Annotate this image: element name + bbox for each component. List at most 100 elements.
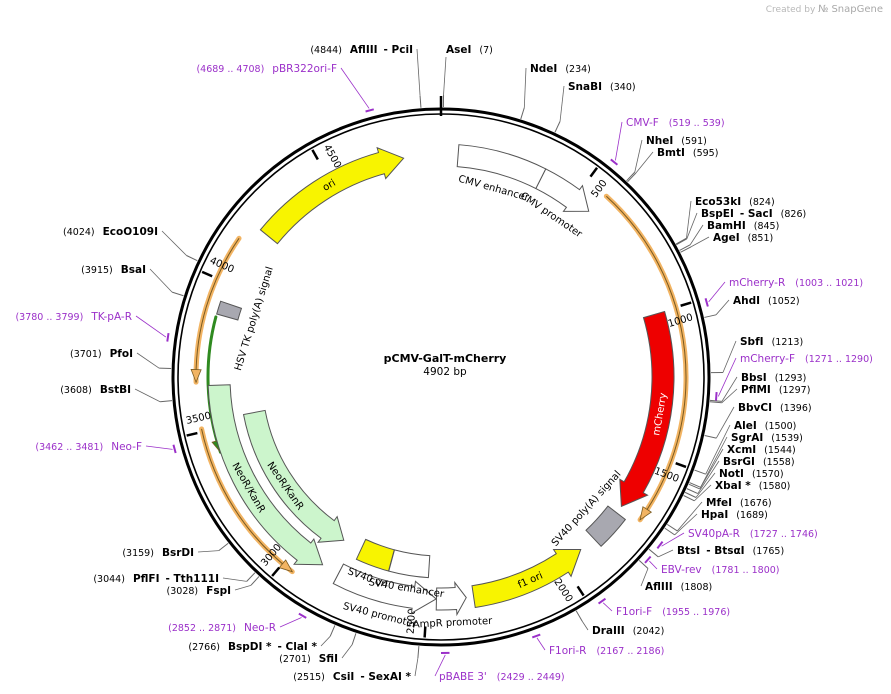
enzyme-label: SnaBI(340): [568, 81, 636, 93]
primer-binding-mark: [610, 158, 619, 166]
enzyme-name: BstBI: [100, 384, 131, 396]
primer-name: SV40pA-R: [688, 528, 740, 540]
primer-label: (3462 .. 3481)Neo-F: [35, 441, 142, 453]
tick-mark: [201, 270, 213, 278]
enzyme-position: (2701): [279, 654, 311, 665]
enzyme-name: SbfI: [740, 336, 764, 348]
enzyme-site-tick: [520, 107, 525, 120]
enzyme-label: (4024)EcoO109I: [63, 226, 158, 238]
enzyme-position: (591): [681, 136, 707, 147]
tick-label: 2000: [551, 577, 574, 604]
feature-label-ampr-promoter: AmpR promoter: [413, 616, 494, 631]
enzyme-site-leader: [523, 67, 527, 108]
enzyme-label: XcmI (1544): [727, 444, 796, 456]
enzyme-name: FspI: [206, 585, 231, 597]
primer-leader: [661, 532, 685, 547]
enzyme-label: AhdI(1052): [733, 295, 800, 307]
enzyme-label: (2701) SfiI: [279, 653, 338, 665]
enzyme-name: SfiI: [319, 653, 338, 665]
enzyme-position: (1676): [740, 498, 772, 509]
enzyme-position: (851): [748, 233, 774, 244]
enzyme-site-leader: [234, 584, 252, 591]
enzyme-label: (2515)CsiI- SexAI *: [293, 671, 411, 683]
enzyme-position: (1570): [752, 469, 784, 480]
enzyme-position: (3044): [93, 574, 125, 585]
enzyme-extra: - Tth111I: [166, 573, 220, 585]
enzyme-name: BspDI *: [228, 641, 272, 653]
enzyme-site-leader: [581, 620, 589, 631]
enzyme-name: PflFI: [133, 573, 160, 585]
primer-binding-mark: [166, 332, 170, 342]
enzyme-position: (1396): [780, 403, 812, 414]
primer-name: mCherry-F: [740, 353, 795, 365]
enzyme-label: AleI(1500): [734, 420, 796, 432]
enzyme-site-leader: [715, 299, 730, 316]
enzyme-name: PflMI: [741, 384, 771, 396]
primer-name: TK-pA-R: [90, 311, 132, 323]
enzyme-position: (826): [781, 209, 807, 220]
enzyme-name: DraIII: [592, 625, 625, 637]
enzyme-position: (1580): [759, 481, 791, 492]
enzyme-name: MfeI: [706, 497, 732, 509]
enzyme-site-leader: [443, 56, 447, 96]
enzyme-label: (4844)AflIII- PciI: [310, 44, 413, 56]
enzyme-name: PfoI: [110, 348, 133, 360]
primer-range: (2167 .. 2186): [596, 646, 664, 657]
enzyme-site-tick: [250, 576, 260, 586]
enzyme-site-leader: [686, 200, 692, 239]
enzyme-position: (1544): [764, 445, 796, 456]
tick-mark: [680, 301, 692, 307]
enzyme-site-tick: [575, 610, 583, 622]
enzyme-name: AgeI: [713, 232, 740, 244]
enzyme-name: XcmI: [727, 444, 756, 456]
primer-binding-mark: [656, 540, 664, 549]
tick-mark: [186, 431, 198, 437]
enzyme-site-leader: [697, 460, 720, 494]
enzyme-extra: - SexAI *: [360, 671, 411, 683]
enzyme-extra: - SacI: [740, 208, 773, 220]
enzyme-site-tick: [638, 560, 649, 569]
primer-binding-mark: [704, 298, 709, 307]
enzyme-position: (3915): [81, 265, 113, 276]
site-layer: [134, 48, 738, 677]
primer-leader: [135, 315, 167, 338]
enzyme-position: (1293): [775, 373, 807, 384]
enzyme-site-leader: [699, 448, 724, 490]
enzyme-extra: - BtsαI: [706, 545, 744, 557]
tick-mark: [311, 149, 319, 161]
enzyme-label: BbvCI(1396): [738, 402, 812, 414]
feature-neo-inner: [242, 409, 345, 543]
enzyme-name: BsrDI: [162, 547, 194, 559]
enzyme-site-tick: [417, 646, 420, 659]
primer-label: SV40pA-R(1727 .. 1746): [688, 528, 818, 540]
enzyme-position: (595): [693, 148, 719, 159]
feature-sv40-enhancer: [388, 549, 431, 579]
primer-name: Neo-R: [244, 622, 276, 634]
primer-range: (519 .. 539): [669, 118, 725, 129]
enzyme-site-leader: [136, 352, 160, 369]
enzyme-position: (1213): [772, 337, 804, 348]
enzyme-label: BtsI- BtsαI(1765): [677, 545, 784, 557]
enzyme-label: BmtI(595): [657, 147, 718, 159]
enzyme-position: (340): [610, 82, 636, 93]
snapgene-credit: Created by № SnapGene: [766, 4, 883, 15]
enzyme-position: (4844): [310, 45, 342, 56]
enzyme-site-leader: [416, 48, 421, 96]
orf-mcherry-arrowhead: [639, 506, 653, 521]
enzyme-site-tick: [627, 172, 637, 183]
enzyme-position: (845): [754, 221, 780, 232]
primer-leader: [614, 121, 623, 161]
enzyme-label: MfeI (1676): [706, 497, 772, 509]
primer-leader: [649, 560, 658, 570]
enzyme-extra: - PciI: [384, 44, 413, 56]
feature-neo-outer: [207, 384, 324, 566]
enzyme-site-leader: [686, 212, 698, 239]
enzyme-label: SgrAI(1539): [731, 432, 803, 444]
feature-ori: [259, 146, 405, 245]
enzyme-site-tick: [709, 401, 722, 404]
enzyme-name: BsaI: [121, 264, 146, 276]
enzyme-name: AhdI: [733, 295, 760, 307]
enzyme-position: (4024): [63, 227, 95, 238]
